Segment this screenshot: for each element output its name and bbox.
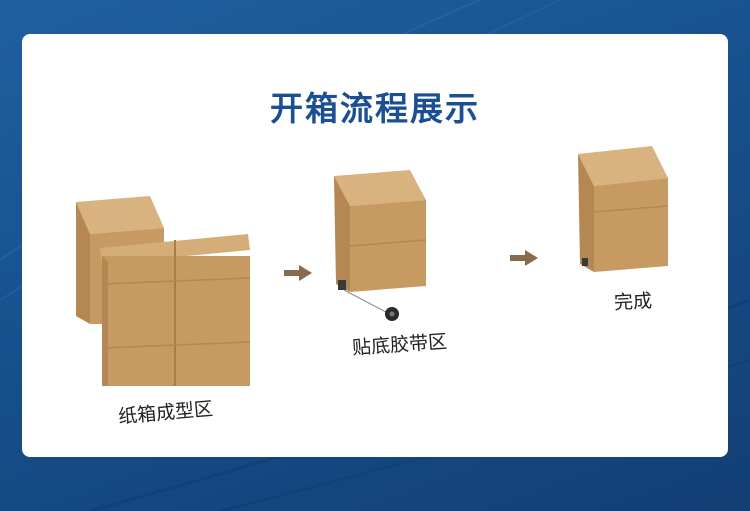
- step-label-complete: 完成: [613, 290, 653, 314]
- arrow-right-icon: [284, 265, 312, 281]
- bottom-taping-illustration: [334, 170, 427, 321]
- carton-forming-illustration: [76, 196, 251, 386]
- process-illustration: [76, 146, 669, 386]
- page-title: 开箱流程展示: [270, 89, 480, 128]
- arrow-right-icon: [510, 250, 538, 266]
- process-card: 开箱流程展示: [22, 34, 728, 457]
- completed-carton-illustration: [578, 146, 669, 272]
